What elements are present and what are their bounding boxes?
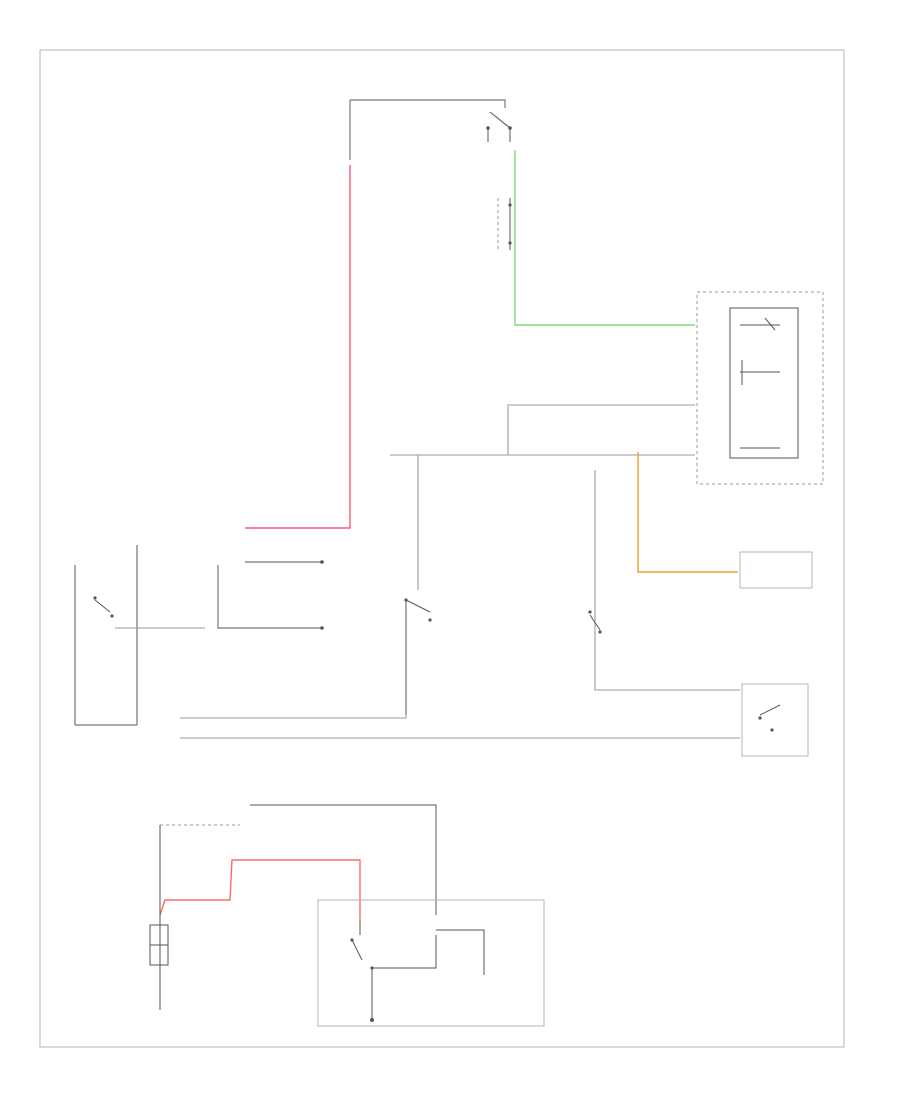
powertrain-control-module <box>696 291 824 485</box>
battery <box>149 825 169 1010</box>
ignition-switch-symbol <box>349 99 512 160</box>
relay-output-wire-1 <box>180 715 407 719</box>
clutch-switch <box>404 598 432 715</box>
neutral-safety-fuse <box>497 198 512 250</box>
right-relay-box <box>741 683 809 757</box>
red-battery-wire <box>159 859 361 920</box>
transmission-range-switch <box>588 610 602 634</box>
stub-wire-2 <box>217 565 322 629</box>
start-relay <box>74 545 205 726</box>
center-wire-right <box>594 470 740 691</box>
data-link-connector <box>739 551 813 589</box>
orange-wire <box>637 452 738 573</box>
green-wire <box>514 150 695 326</box>
gray-wire-pcm <box>507 404 695 455</box>
fusible-link-wire <box>250 804 437 915</box>
pink-wire <box>245 165 351 529</box>
starter-motor <box>317 899 545 1027</box>
diagram-border <box>39 49 845 1048</box>
